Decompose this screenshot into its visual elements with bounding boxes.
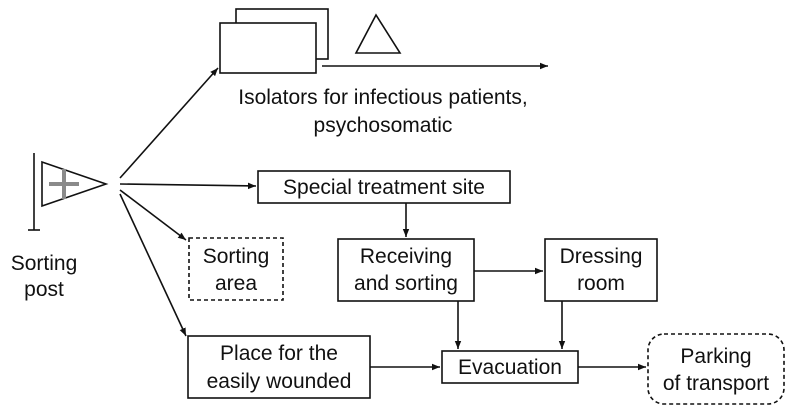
dressing-box: [544, 238, 658, 302]
arrow-to-special-treatment: [119, 182, 257, 190]
receiving-label-line1: Receiving: [360, 245, 452, 268]
sorting-post-label-line1: Sorting: [11, 252, 78, 275]
evacuation-label: Evacuation: [458, 356, 562, 379]
arrow-to-isolators: [119, 67, 219, 179]
special-treatment-label: Special treatment site: [283, 176, 485, 199]
parking-label-line1: Parking: [680, 345, 751, 368]
arrow-to-easily-wounded: [119, 193, 187, 337]
isolator-cards-icon: [219, 8, 329, 74]
dressing-label-line2: room: [577, 272, 625, 295]
triangle-icon: [354, 13, 402, 54]
receiving-box: [337, 238, 475, 302]
sorting-area-label-line2: area: [215, 272, 257, 295]
parking-label-line2: of transport: [663, 372, 769, 395]
parking-box: [647, 333, 785, 405]
easily-wounded-label-line2: easily wounded: [207, 370, 352, 393]
special-treatment-box: [257, 170, 511, 204]
sorting-area-box: [188, 237, 284, 301]
isolators-label-line1: Isolators for infectious patients,: [238, 86, 527, 109]
sorting-area-label-line1: Sorting: [203, 245, 270, 268]
dressing-label-line1: Dressing: [560, 245, 643, 268]
receiving-label-line2: and sorting: [354, 272, 458, 295]
sorting-post-flag-icon: [28, 153, 109, 231]
arrow-to-sorting-area: [119, 189, 187, 241]
sorting-post-label-line2: post: [24, 278, 64, 301]
easily-wounded-box: [187, 335, 371, 399]
easily-wounded-label-line1: Place for the: [220, 342, 338, 365]
isolators-label-line2: psychosomatic: [314, 114, 453, 137]
